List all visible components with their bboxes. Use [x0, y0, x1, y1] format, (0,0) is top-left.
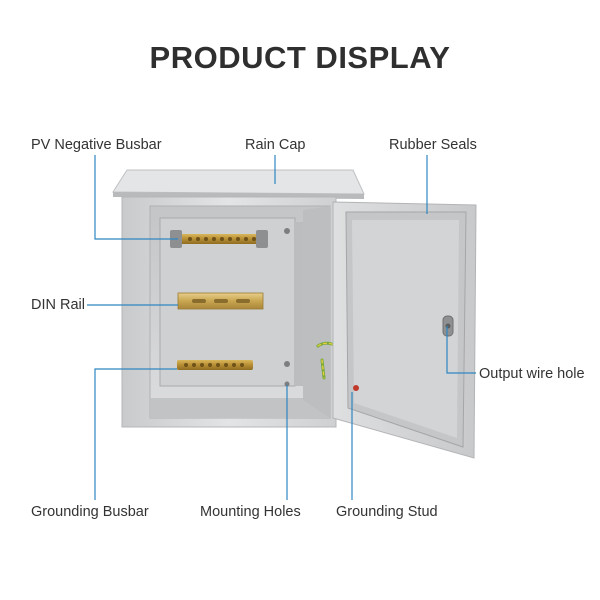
mounting-holes: [284, 228, 290, 387]
output-wire-hole: [442, 315, 454, 337]
label-mounting-holes: Mounting Holes: [200, 504, 301, 520]
callout-lines: [87, 155, 476, 500]
rain-cap: [112, 169, 365, 199]
label-grounding-busbar: Grounding Busbar: [31, 504, 149, 520]
label-pv-negative-busbar: PV Negative Busbar: [31, 137, 162, 153]
cabinet-door: [332, 201, 477, 459]
label-rubber-seals: Rubber Seals: [389, 137, 477, 153]
label-grounding-stud: Grounding Stud: [336, 504, 438, 520]
grounding-stud: [353, 385, 359, 391]
label-rain-cap: Rain Cap: [245, 137, 306, 153]
din-rail: [177, 292, 264, 310]
page-title: PRODUCT DISPLAY: [149, 40, 451, 75]
grounding-busbar: [177, 360, 253, 370]
cabinet-body: [121, 196, 337, 428]
label-din-rail: DIN Rail: [31, 297, 85, 313]
label-output-wire-hole: Output wire hole: [479, 366, 585, 382]
